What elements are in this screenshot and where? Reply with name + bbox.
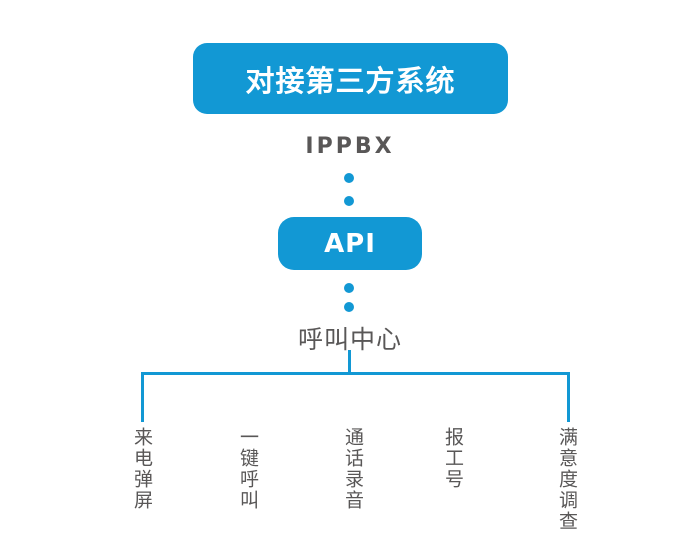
feature-label-agent-id-announce: 报工号 xyxy=(442,427,464,490)
connector-dot xyxy=(344,302,354,312)
third-party-system-label: 对接第三方系统 xyxy=(245,63,456,98)
connector-dot xyxy=(344,196,354,206)
api-label: API xyxy=(324,228,376,259)
feature-label-incoming-call-popup: 来电弹屏 xyxy=(131,427,153,511)
feature-label-satisfaction-survey: 满意度调查 xyxy=(556,427,578,532)
hub-stem-line xyxy=(348,350,351,374)
branch-drop-right-line xyxy=(567,372,570,422)
third-party-system-node: 对接第三方系统 xyxy=(193,43,508,114)
api-node: API xyxy=(278,217,422,270)
feature-label-call-recording: 通话录音 xyxy=(342,427,364,511)
connector-dot xyxy=(344,173,354,183)
branch-drop-left-line xyxy=(141,372,144,422)
call-center-label: 呼叫中心 xyxy=(297,325,402,354)
connector-dot xyxy=(344,283,354,293)
feature-label-one-click-call: 一键呼叫 xyxy=(237,427,259,511)
branch-horizontal-line xyxy=(141,372,570,375)
ippbx-label: IPPBX xyxy=(305,134,395,159)
